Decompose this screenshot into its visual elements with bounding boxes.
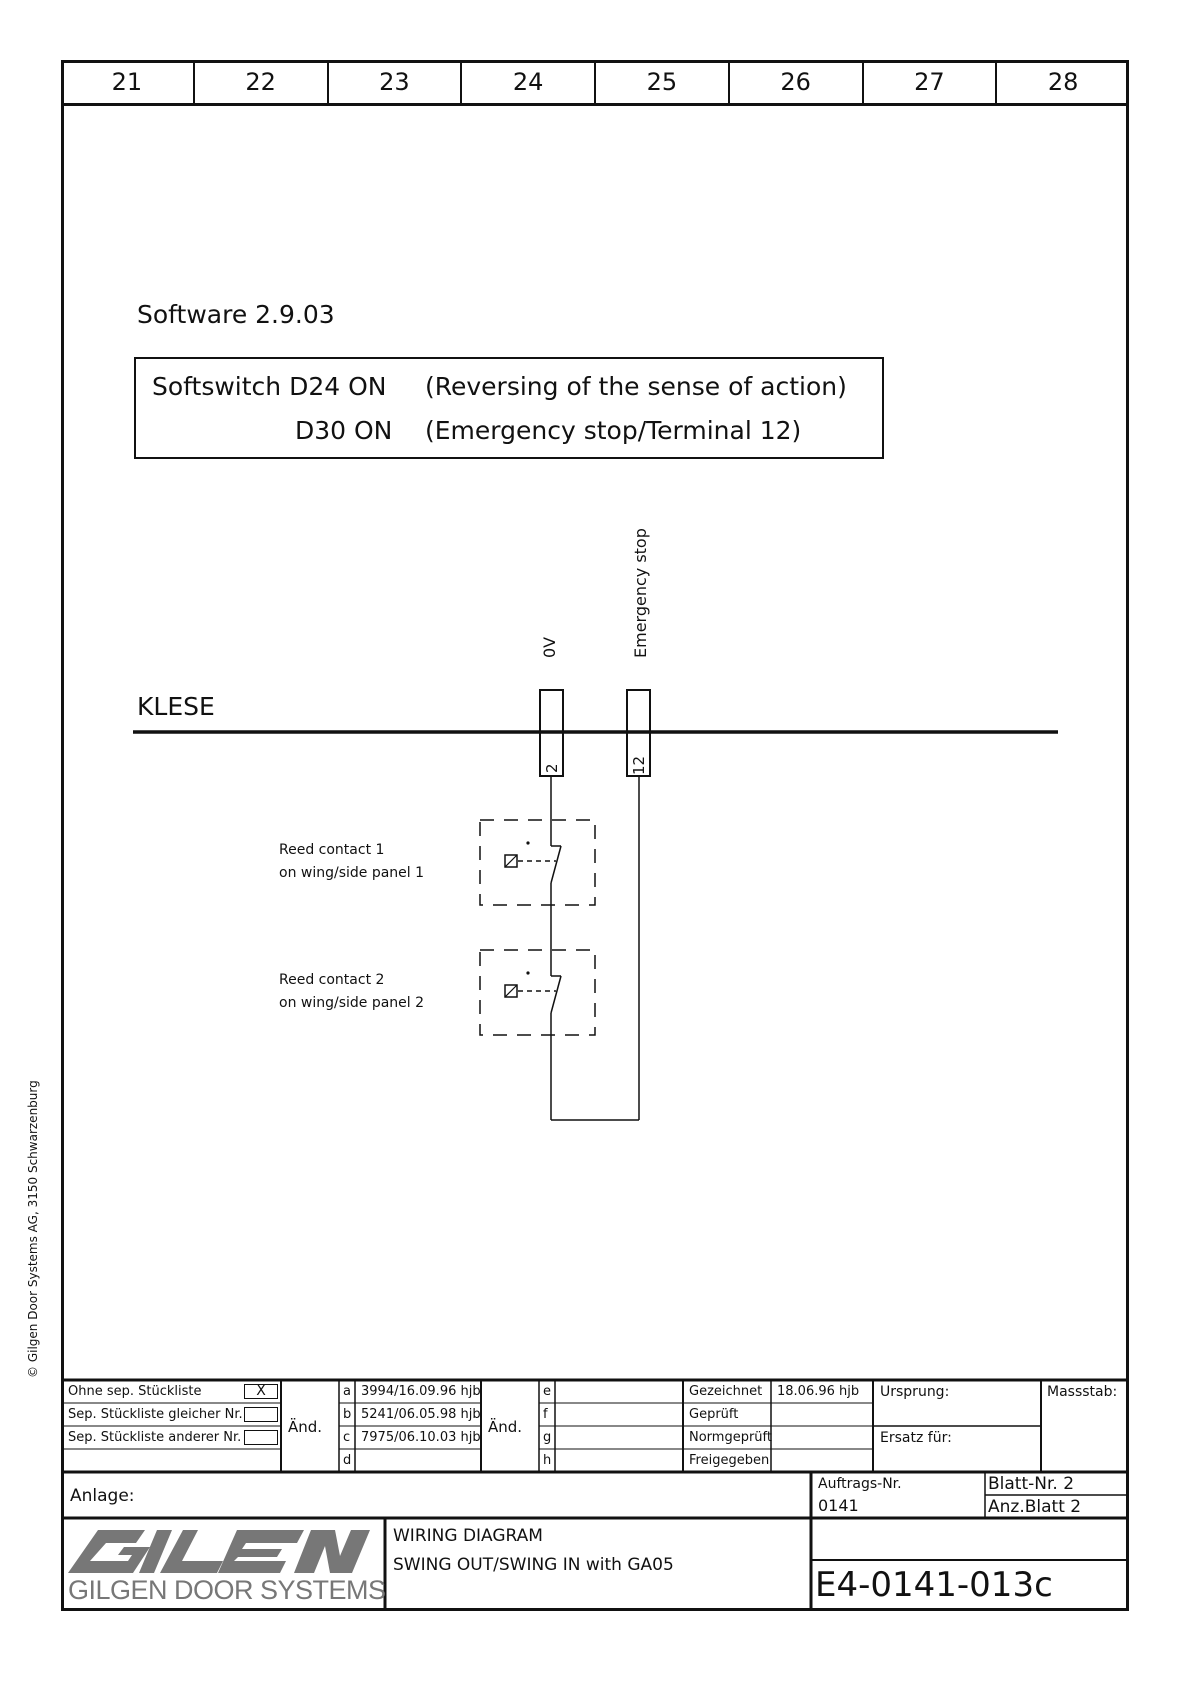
column-25: 25 (596, 60, 730, 103)
gilgen-logo (68, 1530, 370, 1573)
scale-label: Massstab: (1047, 1384, 1118, 1400)
parts-list-none-checkbox: X (244, 1384, 278, 1399)
order-number-label: Auftrags-Nr. (818, 1476, 902, 1492)
parts-list-same-checkbox (244, 1407, 278, 1422)
change-label-left: Änd. (288, 1418, 323, 1436)
column-header-bar: 21 22 23 24 25 26 27 28 (61, 60, 1129, 106)
column-28: 28 (1047, 67, 1079, 96)
softswitch-box (134, 357, 884, 459)
reed-contact-1-location: on wing/side panel 1 (279, 865, 425, 881)
terminal-signal-0v: 0V (540, 636, 559, 658)
column-22: 22 (195, 60, 329, 103)
revision-b-letter: b (343, 1407, 352, 1422)
column-23: 23 (329, 60, 463, 103)
softswitch-row2-right: (Emergency stop/Terminal 12) (425, 416, 802, 445)
drawing-title-line1: WIRING DIAGRAM (393, 1526, 543, 1546)
company-name: GILGEN DOOR SYSTEMS (68, 1575, 386, 1605)
reed-contact-2-symbol (479, 949, 596, 1036)
revision-a-letter: a (343, 1384, 351, 1399)
signoff-norm-label: Normgeprüft (689, 1430, 772, 1445)
parts-list-other-checkbox (244, 1430, 278, 1445)
parts-list-none-label: Ohne sep. Stückliste (68, 1384, 202, 1399)
bus-label-klese: KLESE (137, 692, 215, 721)
revision-h-letter: h (543, 1453, 552, 1468)
revision-c-text: 7975/06.10.03 hjb (361, 1430, 481, 1445)
revision-c-letter: c (343, 1430, 351, 1445)
column-27: 27 (864, 60, 998, 103)
reed-contact-1-label: Reed contact 1 (279, 842, 385, 858)
origin-label: Ursprung: (880, 1384, 950, 1400)
terminal-number-12: 12 (630, 755, 648, 775)
attachment-label: Anlage: (70, 1486, 135, 1506)
sheet-number: Blatt-Nr. 2 (988, 1474, 1075, 1494)
reed-contact-2-label: Reed contact 2 (279, 972, 385, 988)
column-26: 26 (730, 60, 864, 103)
drawing-title-line2: SWING OUT/SWING IN with GA05 (393, 1555, 674, 1575)
column-24: 24 (462, 60, 596, 103)
revision-g-letter: g (543, 1430, 552, 1445)
software-version-label: Software 2.9.03 (137, 300, 335, 329)
reed-contact-1-symbol (479, 819, 596, 906)
signoff-drawn-label: Gezeichnet (689, 1384, 763, 1399)
softswitch-row1-right: (Reversing of the sense of action) (425, 372, 847, 401)
revision-d-letter: d (343, 1453, 352, 1468)
parts-list-same-label: Sep. Stückliste gleicher Nr. (68, 1407, 243, 1422)
revision-a-text: 3994/16.09.96 hjb (361, 1384, 481, 1399)
signoff-drawn-value: 18.06.96 hjb (777, 1384, 860, 1399)
change-label-right: Änd. (488, 1418, 523, 1436)
order-number-value: 0141 (818, 1496, 859, 1515)
replaces-label: Ersatz für: (880, 1430, 952, 1446)
reed-contact-2-location: on wing/side panel 2 (279, 995, 425, 1011)
title-block-grid (61, 1378, 1129, 1611)
terminal-number-2: 2 (543, 763, 561, 773)
parts-list-other-label: Sep. Stückliste anderer Nr. (68, 1430, 242, 1445)
sheet-count: Anz.Blatt 2 (988, 1497, 1082, 1517)
signoff-checked-label: Geprüft (689, 1407, 739, 1422)
softswitch-row2-left: D30 ON (295, 416, 393, 445)
revision-b-text: 5241/06.05.98 hjb (361, 1407, 481, 1422)
softswitch-row1-left: Softswitch D24 ON (152, 372, 387, 401)
terminal-signal-emergency-stop: Emergency stop (631, 528, 650, 658)
revision-e-letter: e (543, 1384, 551, 1399)
revision-f-letter: f (543, 1407, 548, 1422)
drawing-number: E4-0141-013c (815, 1565, 1053, 1605)
signoff-released-label: Freigegeben (689, 1453, 770, 1468)
column-21: 21 (61, 60, 195, 103)
